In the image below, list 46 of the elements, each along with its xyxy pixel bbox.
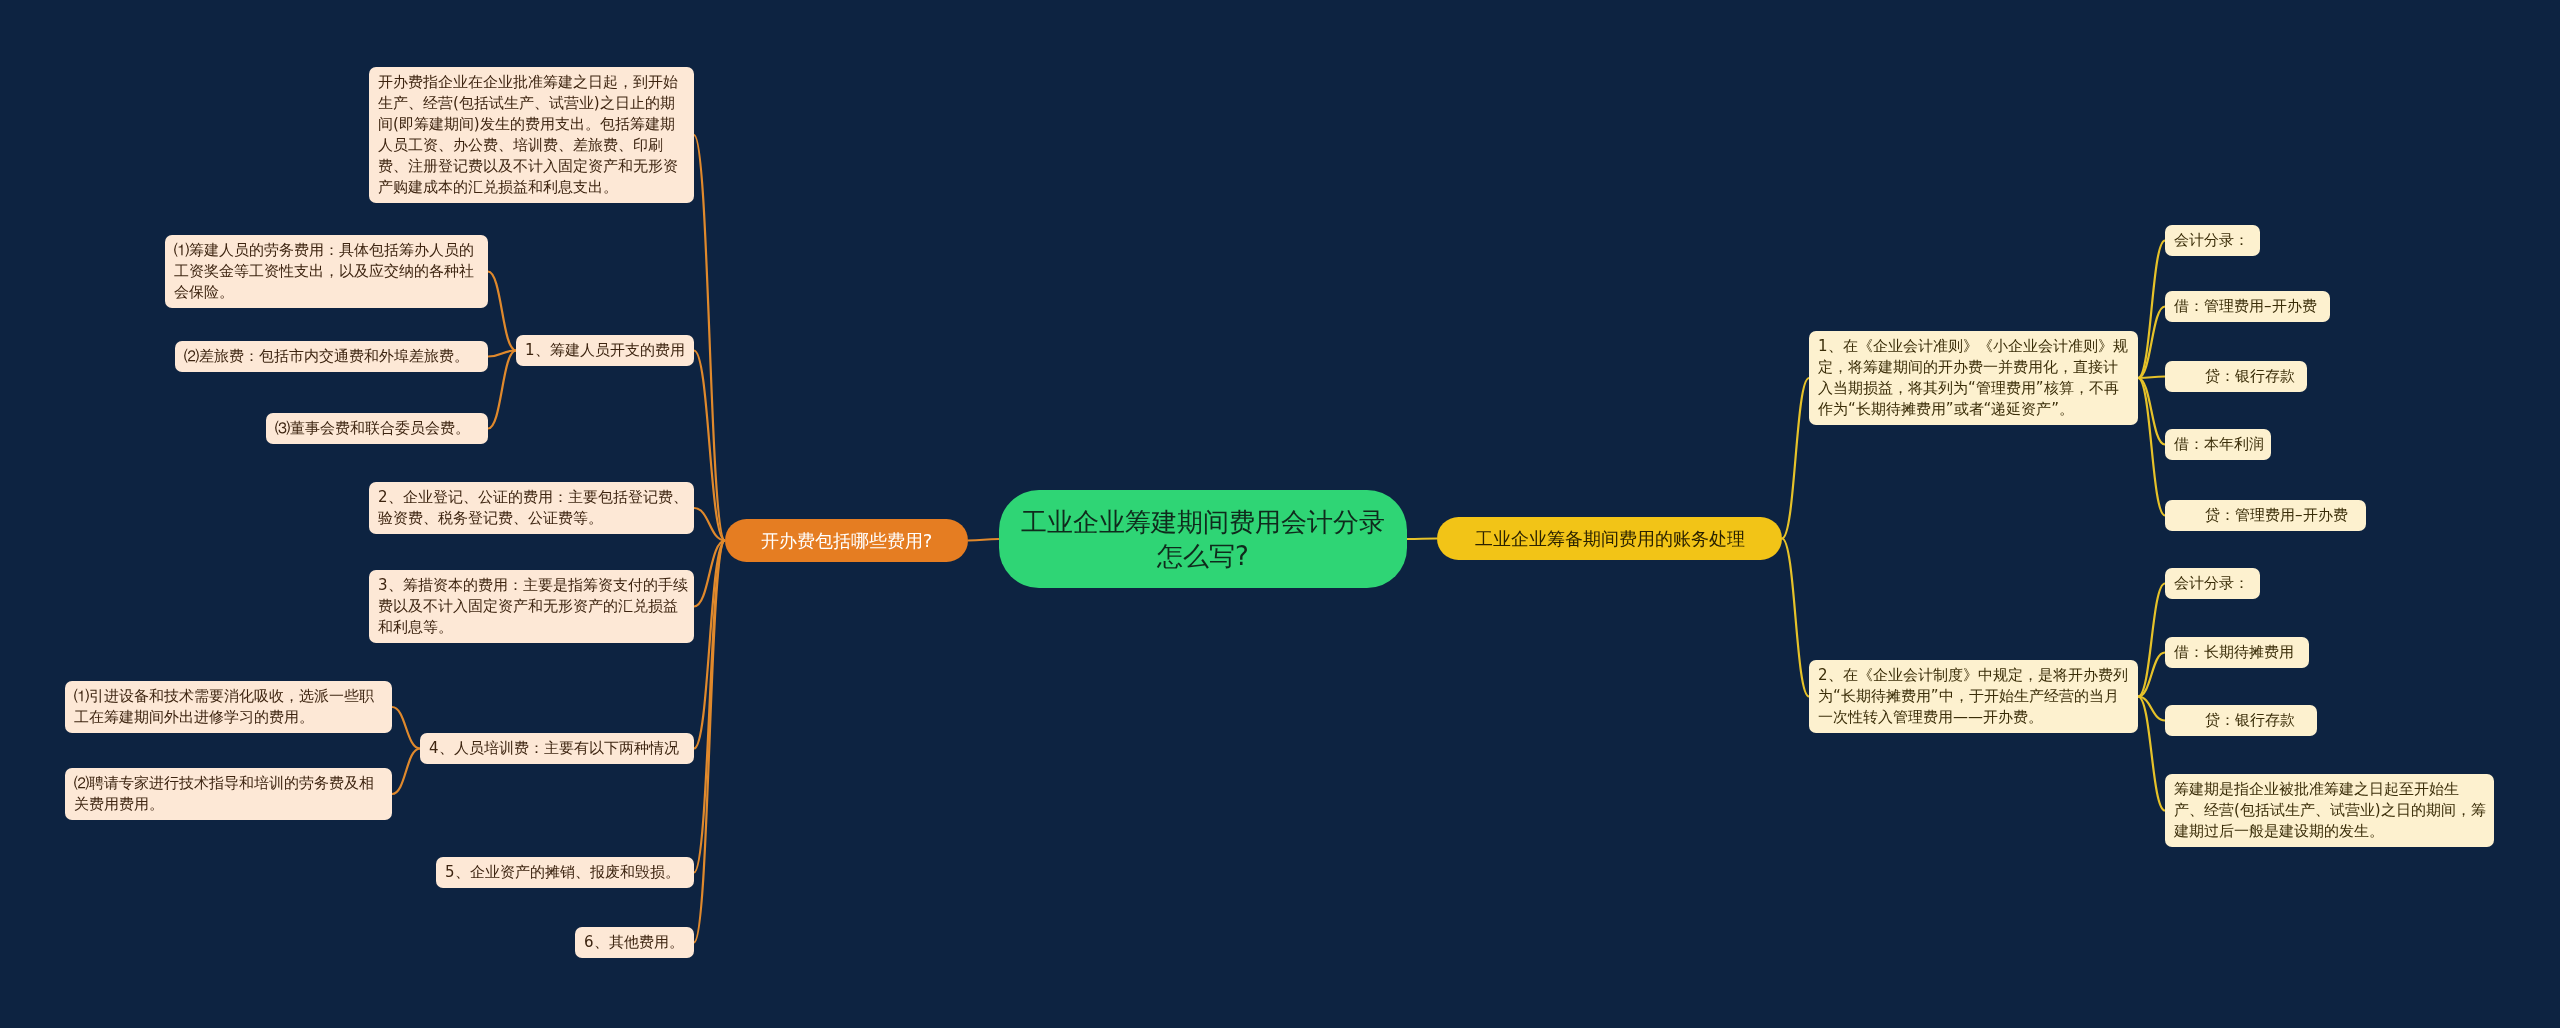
topic-box: 借：长期待摊费用 (2165, 637, 2309, 668)
central-topic: 工业企业筹建期间费用会计分录怎么写? (999, 490, 1407, 588)
connector-line (968, 537, 999, 542)
connector-line (693, 506, 726, 542)
topic-box: ⑴引进设备和技术需要消化吸收，选派一些职工在筹建期间外出进修学习的费用。 (65, 681, 392, 733)
connector-line (2137, 377, 2166, 517)
connector-line (487, 270, 517, 352)
topic-box: 贷：银行存款 (2165, 705, 2317, 736)
topic-box: 开办费指企业在企业批准筹建之日起，到开始生产、经营(包括试生产、试营业)之日止的期间(即筹建期间)发生的费用支出。包括筹建期人员工资、办公费、培训费、差旅费、印刷费、注册登记费以及不计入固定资产和无形资产购建成本的汇兑损益和利息支出。 (369, 67, 694, 203)
connector-line (693, 349, 726, 542)
topic-box: 筹建期是指企业被批准筹建之日起至开始生产、经营(包括试生产、试营业)之日的期间，筹建期过后一般是建设期的发生。 (2165, 774, 2494, 847)
connector-line (693, 539, 726, 608)
connector-line (2138, 375, 2165, 380)
connector-line (1781, 377, 1810, 540)
connector-line (2137, 305, 2166, 379)
topic-box: 4、人员培训费：主要有以下两种情况 (420, 733, 694, 764)
connector-line (487, 349, 517, 430)
topic-box: 2、在《企业会计制度》中规定，是将开办费列为“长期待摊费用”中，于开始生产经营的当月一次性转入管理费用——开办费。 (1809, 660, 2138, 733)
topic-box: 会计分录： (2165, 568, 2260, 599)
branch-topic: 开办费包括哪些费用? (725, 519, 968, 562)
topic-box: 贷：银行存款 (2165, 361, 2307, 392)
topic-box: 贷：管理费用–开办费 (2165, 500, 2366, 531)
topic-box: ⑴筹建人员的劳务费用：具体包括筹办人员的工资奖金等工资性支出，以及应交纳的各种社会保险。 (165, 235, 488, 308)
topic-box: 2、企业登记、公证的费用：主要包括登记费、验资费、税务登记费、公证费等。 (369, 482, 694, 534)
connector-line (1781, 537, 1810, 698)
connector-line (693, 540, 726, 943)
topic-box: 6、其他费用。 (575, 927, 694, 958)
connector-line (2137, 695, 2166, 812)
topic-box: 3、筹措资本的费用：主要是指筹资支付的手续费以及不计入固定资产和无形资产的汇兑损益和利息等。 (369, 570, 694, 643)
topic-box: 1、在《企业会计准则》《小企业会计准则》规定，将筹建期间的开办费一并费用化，直接计入当期损益，将其列为“管理费用”核算，不再作为“长期待摊费用”或者“递延资产”。 (1809, 331, 2138, 425)
topic-box: ⑵差旅费：包括市内交通费和外埠差旅费。 (175, 341, 488, 372)
connector-line (487, 349, 517, 358)
connector-line (2137, 582, 2166, 698)
connector-line (391, 705, 421, 750)
branch-topic: 工业企业筹备期间费用的账务处理 (1437, 517, 1782, 560)
topic-box: 1、筹建人员开支的费用 (516, 335, 694, 366)
connector-line (693, 134, 726, 541)
topic-box: 借：管理费用–开办费 (2165, 291, 2330, 322)
connector-line (693, 539, 726, 750)
connector-line (1407, 537, 1437, 541)
topic-box: 会计分录： (2165, 225, 2260, 256)
connector-line (391, 747, 421, 796)
topic-box: 借：本年利润 (2165, 429, 2271, 460)
topic-box: 5、企业资产的摊销、报废和毁损。 (436, 857, 694, 888)
topic-box: ⑵聘请专家进行技术指导和培训的劳务费及相关费用费用。 (65, 768, 392, 820)
topic-box: ⑶董事会费和联合委员会费。 (266, 413, 488, 444)
